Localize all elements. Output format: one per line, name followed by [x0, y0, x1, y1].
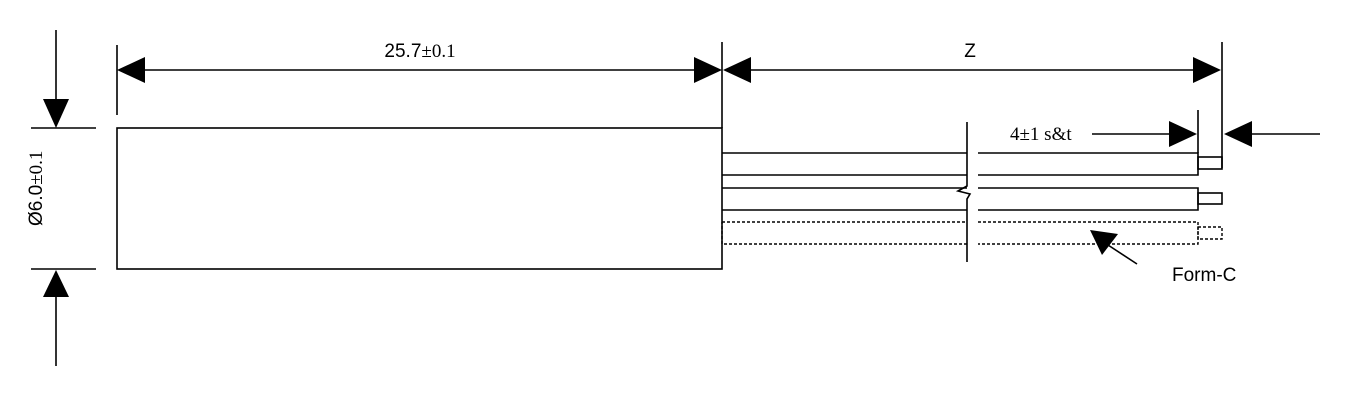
form-c-callout: Form-C — [1090, 230, 1236, 286]
diameter-label: Ø6.0±0.1 — [26, 151, 47, 226]
stripped-tip — [1197, 156, 1223, 170]
arrow-right-icon — [1193, 57, 1221, 83]
strip-tin-label: 4±1 s&t — [1010, 124, 1072, 145]
lead-length-dimension: Z — [723, 41, 1223, 168]
arrow-left-icon — [117, 57, 145, 83]
leader-line — [1107, 244, 1138, 265]
arrow-up-icon — [43, 270, 69, 297]
stripped-tip — [1197, 192, 1223, 205]
arrow-left-icon — [1224, 121, 1252, 147]
arrow-down-icon — [43, 99, 69, 128]
lead-wire-1 — [722, 152, 1223, 176]
length-dimension: 25.7±0.1 — [116, 41, 723, 128]
arrow-right-icon — [694, 57, 722, 83]
break-line — [955, 122, 972, 262]
diameter-dimension: Ø6.0±0.1 — [26, 30, 96, 366]
lead-length-label: Z — [964, 41, 976, 62]
strip-tin-dimension: 4±1 s&t — [1010, 110, 1320, 153]
stripped-tip — [1197, 226, 1223, 240]
arrow-right-icon — [1169, 121, 1197, 147]
length-label: 25.7±0.1 — [384, 41, 455, 62]
sensor-body — [116, 127, 723, 270]
arrow-left-icon — [723, 57, 751, 83]
form-c-label: Form-C — [1172, 265, 1236, 286]
arrow-icon — [1090, 230, 1118, 255]
lead-wire-3-form-c — [721, 221, 1223, 245]
lead-wire-2 — [722, 187, 1223, 211]
